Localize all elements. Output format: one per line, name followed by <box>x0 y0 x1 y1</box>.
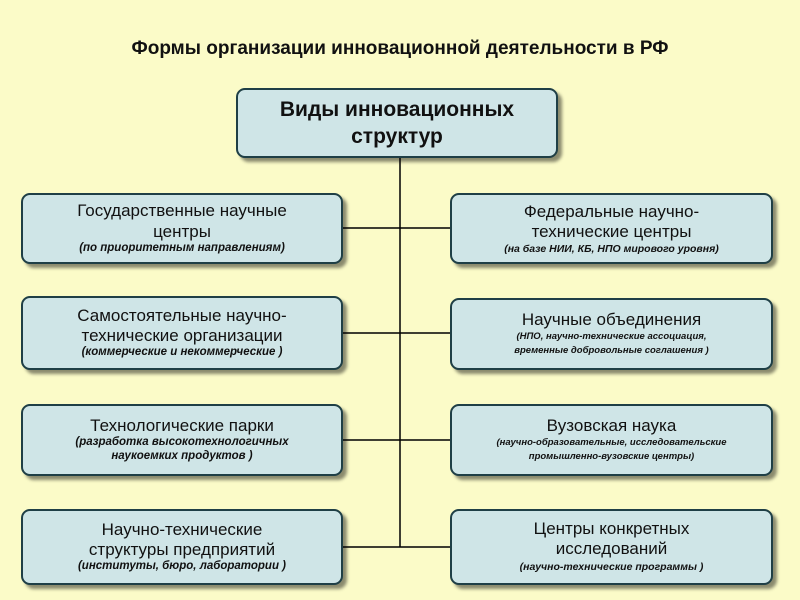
left-box-independent-orgs: Самостоятельные научно- технические орга… <box>21 296 343 370</box>
left-box-4-line-1: Научно-технические <box>101 519 263 539</box>
root-line-2: структур <box>351 125 443 148</box>
left-box-2-note: (коммерческие и некоммерческие ) <box>81 346 283 359</box>
right-box-scientific-associations: Научные объединения (НПО, научно-техниче… <box>450 298 773 370</box>
root-box: Виды инновационных структур <box>236 88 558 158</box>
left-box-1-note: (по приоритетным направлениям) <box>79 241 285 254</box>
left-box-3-note-1: (разработка высокотехнологичных <box>75 436 289 449</box>
left-box-1-line-1: Государственные научные <box>77 201 287 221</box>
right-box-4-line-1: Центры конкретных <box>533 519 690 538</box>
left-box-3-line-1: Технологические парки <box>90 416 274 435</box>
right-box-federal-centers: Федеральные научно- технические центры (… <box>450 193 773 264</box>
right-box-3-line-1: Вузовская наука <box>546 416 677 436</box>
right-box-4-line-2: исследований <box>555 539 668 559</box>
right-box-university-science: Вузовская наука (научно-образовательные,… <box>450 404 773 476</box>
right-box-research-centers: Центры конкретных исследований (научно-т… <box>450 509 773 585</box>
left-box-state-centers: Государственные научные центры (по приор… <box>21 193 343 264</box>
left-box-2-line-1: Самостоятельные научно- <box>77 305 287 325</box>
left-box-4-note: (институты, бюро, лаборатории ) <box>77 560 287 573</box>
right-box-1-note: (на базе НИИ, КБ, НПО мирового уровня) <box>504 242 719 255</box>
left-box-enterprise-structures: Научно-технические структуры предприятий… <box>21 509 343 585</box>
right-box-1-line-1: Федеральные научно- <box>523 201 700 221</box>
right-box-1-line-2: технические центры <box>531 222 692 242</box>
right-box-3-note-1: (научно-образовательные, исследовательск… <box>496 437 727 449</box>
page-title: Формы организации инновационной деятельн… <box>131 38 669 59</box>
left-box-2-line-2: технические организации <box>81 326 283 346</box>
right-box-2-note-1: (НПО, научно-технические ассоциация, <box>516 331 707 343</box>
left-box-4-line-2: структуры предприятий <box>88 540 276 560</box>
right-box-2-note-2: временные добровольные соглашения ) <box>514 345 709 357</box>
left-box-tech-parks: Технологические парки (разработка высоко… <box>21 404 343 476</box>
right-box-2-line-1: Научные объединения <box>521 310 702 330</box>
right-box-4-note: (научно-технические программы ) <box>519 560 704 573</box>
right-box-3-note-2: промышленно-вузовские центры) <box>528 451 695 463</box>
root-line-1: Виды инновационных <box>279 97 515 121</box>
left-box-1-line-2: центры <box>153 221 211 241</box>
left-box-3-note-2: наукоемких продуктов ) <box>111 450 253 463</box>
